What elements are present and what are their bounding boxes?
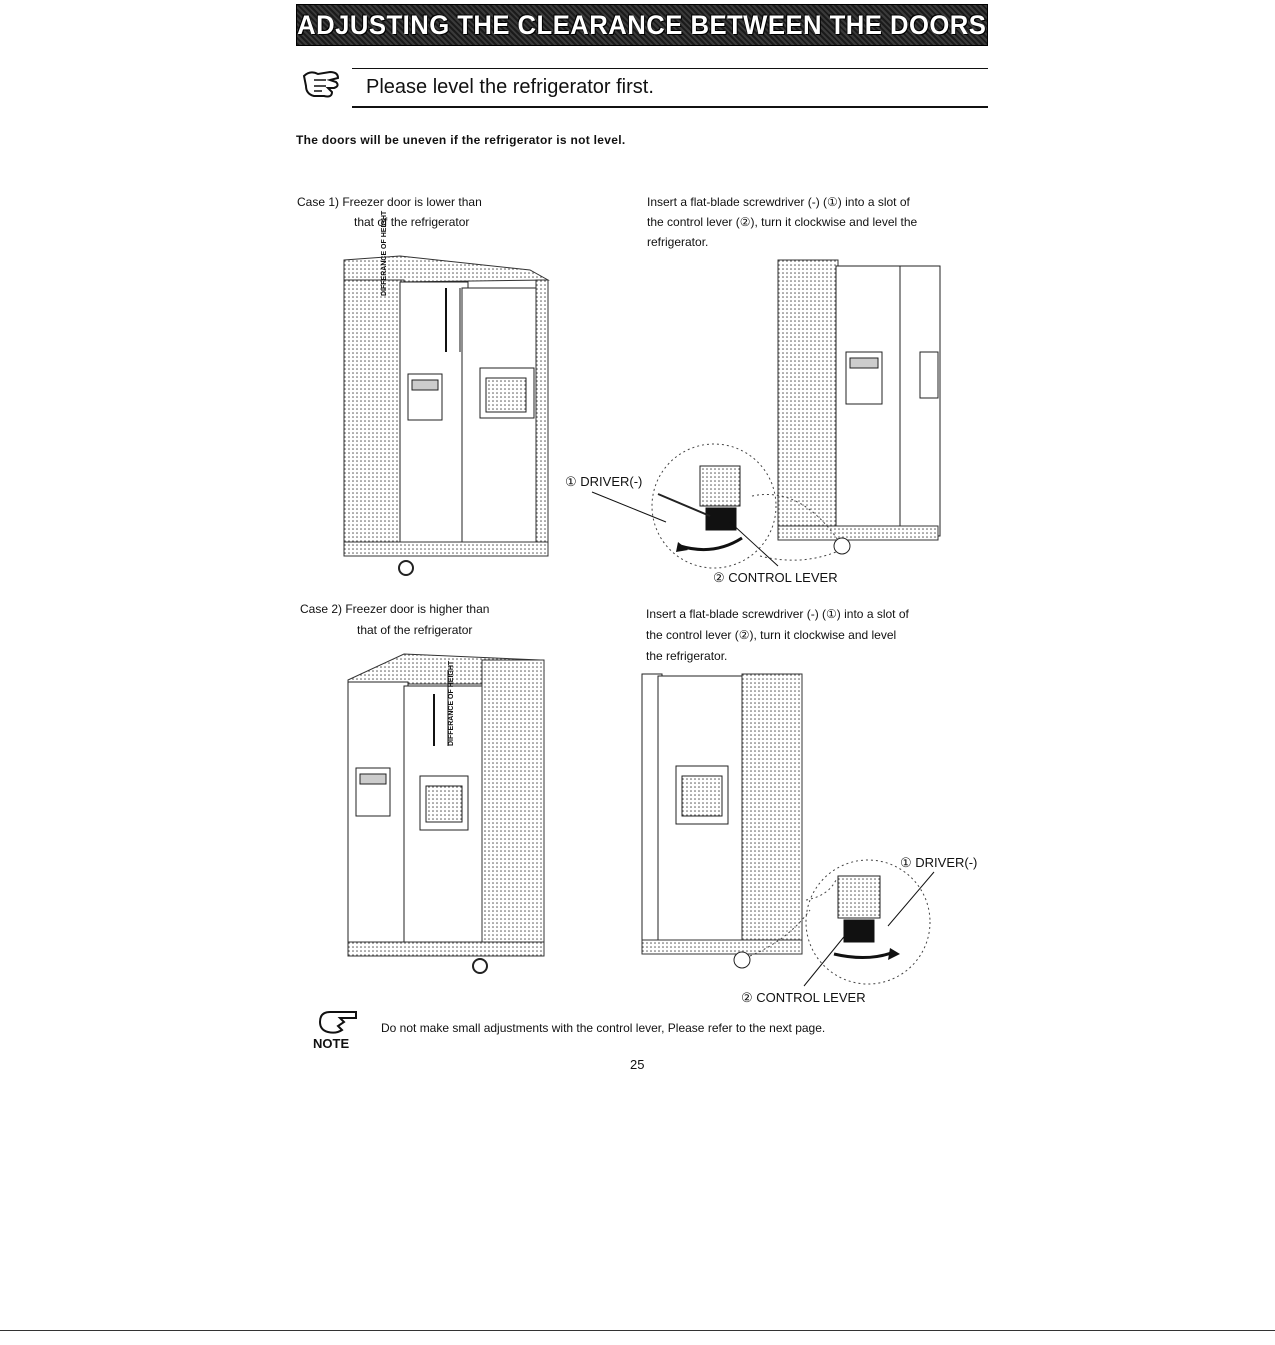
intro-text: The doors will be uneven if the refriger…: [296, 133, 625, 147]
case1-driver-leader: [590, 490, 670, 530]
case1-lever-leader: [728, 520, 788, 570]
subheading-top-rule: [352, 68, 988, 69]
case2-instruction-line2: the control lever (②), turn it clockwise…: [646, 625, 896, 645]
case2-driver-label: ① DRIVER(-): [900, 855, 977, 871]
bottom-rule: [0, 1330, 1275, 1331]
case2-lever-leader: [800, 920, 860, 990]
case2-instruction-line1: Insert a flat-blade screwdriver (-) (①) …: [646, 604, 909, 624]
note-text: Do not make small adjustments with the c…: [381, 1021, 825, 1035]
case2-label-line2: that of the refrigerator: [357, 620, 472, 640]
note-hand-icon: [316, 1010, 360, 1034]
case2-height-label: DIFFERANCE OF HEIGHT: [448, 661, 455, 746]
subheading-bottom-rule: [352, 106, 988, 108]
note-label: NOTE: [313, 1036, 349, 1051]
case1-height-label: DIFFERANCE OF HEIGHT: [381, 211, 388, 296]
case2-instruction-line3: the refrigerator.: [646, 646, 727, 666]
case1-instruction-line3: refrigerator.: [647, 232, 708, 252]
case2-refrigerator-illustration: [344, 650, 548, 980]
case1-refrigerator-illustration: [340, 252, 550, 582]
case1-instruction-line1: Insert a flat-blade screwdriver (-) (①) …: [647, 192, 910, 212]
case1-driver-label: ① DRIVER(-): [565, 474, 642, 490]
case2-lever-label: ② CONTROL LEVER: [741, 990, 866, 1006]
subheading: Please level the refrigerator first.: [366, 76, 654, 99]
case1-label-line2: that of the refrigerator: [354, 212, 469, 232]
case1-detail-illustration: [650, 256, 950, 576]
case1-label-line1: Case 1) Freezer door is lower than: [297, 192, 482, 212]
page-number: 25: [630, 1057, 644, 1072]
case2-driver-leader: [880, 870, 940, 930]
page-title: ADJUSTING THE CLEARANCE BETWEEN THE DOOR…: [297, 10, 986, 41]
case1-lever-label: ② CONTROL LEVER: [713, 570, 838, 586]
case2-detail-illustration: [638, 670, 938, 980]
pointing-hand-icon: [300, 66, 346, 106]
case1-instruction-line2: the control lever (②), turn it clockwise…: [647, 212, 917, 232]
title-banner: ADJUSTING THE CLEARANCE BETWEEN THE DOOR…: [296, 4, 988, 46]
case2-label-line1: Case 2) Freezer door is higher than: [300, 599, 489, 619]
